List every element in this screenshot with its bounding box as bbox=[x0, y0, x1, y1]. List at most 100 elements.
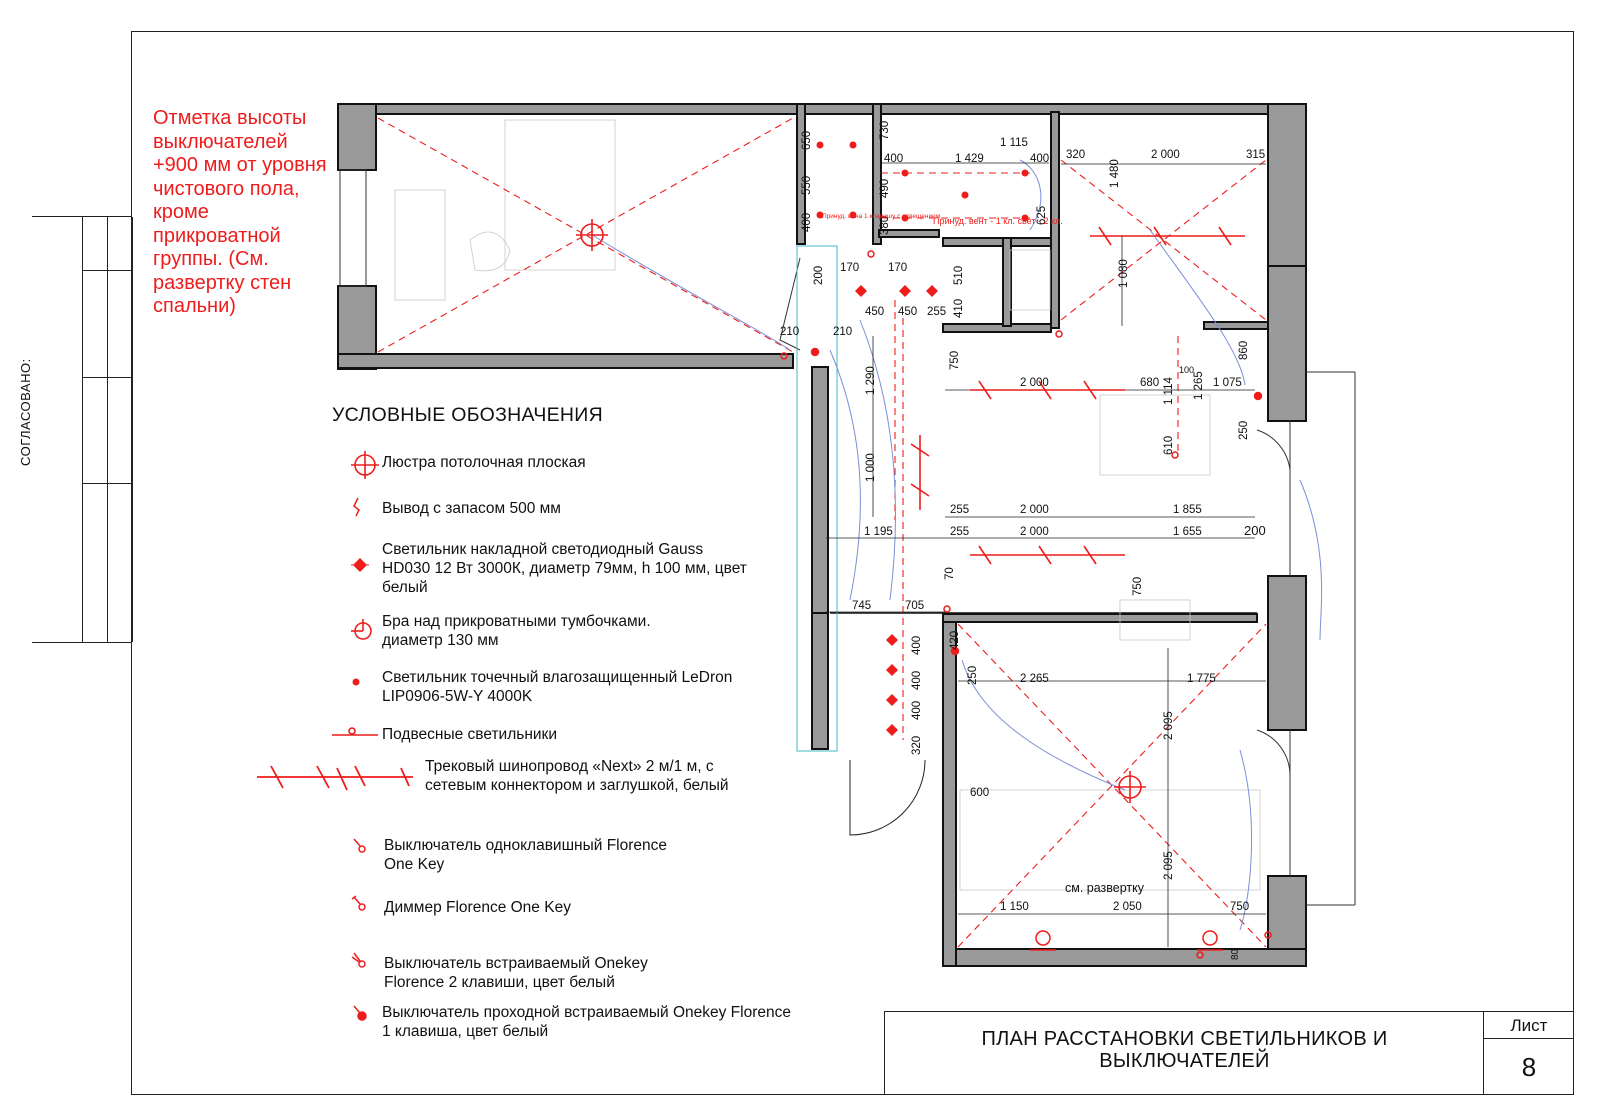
legend-item-text: Бра над прикроватными тумбочками. диамет… bbox=[382, 613, 651, 649]
svg-text:750: 750 bbox=[1132, 577, 1144, 596]
vent-note-1: Принуд. вент - 1 кл. свет - 2 кл. bbox=[933, 216, 1063, 226]
svg-text:320: 320 bbox=[1066, 149, 1085, 161]
switches bbox=[780, 250, 1272, 959]
svg-text:680: 680 bbox=[1140, 377, 1159, 389]
legend-item-text: Вывод с запасом 500 мм bbox=[382, 500, 561, 517]
svg-text:200: 200 bbox=[1244, 523, 1266, 538]
svg-text:1 195: 1 195 bbox=[864, 526, 893, 538]
svg-text:80: 80 bbox=[1230, 948, 1241, 960]
legend-item-text: Выключатель встраиваемый Onekey Florence… bbox=[384, 955, 648, 991]
svg-text:250: 250 bbox=[967, 666, 979, 685]
svg-text:400: 400 bbox=[801, 213, 813, 232]
walls bbox=[337, 103, 1307, 967]
svg-text:750: 750 bbox=[949, 351, 961, 370]
svg-text:2 095: 2 095 bbox=[1163, 851, 1175, 880]
surface-led-lights bbox=[855, 285, 938, 736]
wall-view-note: см. развертку bbox=[1065, 881, 1145, 895]
approval-stamp bbox=[32, 216, 133, 643]
surface-led-icon bbox=[350, 555, 370, 580]
svg-text:1 115: 1 115 bbox=[1000, 137, 1028, 149]
drawing-frame bbox=[131, 31, 1574, 1095]
svg-text:1 080: 1 080 bbox=[1118, 259, 1130, 288]
svg-text:315: 315 bbox=[1246, 149, 1265, 161]
sheet-title: ПЛАН РАССТАНОВКИ СВЕТИЛЬНИКОВ И ВЫКЛЮЧАТ… bbox=[885, 1028, 1484, 1072]
svg-text:730: 730 bbox=[879, 121, 891, 140]
svg-text:400: 400 bbox=[1030, 153, 1049, 165]
svg-text:1 655: 1 655 bbox=[1173, 526, 1202, 538]
sheet-number: 8 bbox=[1521, 1052, 1537, 1082]
svg-text:1 775: 1 775 bbox=[1187, 673, 1216, 685]
svg-text:600: 600 bbox=[970, 787, 989, 799]
legend-item-text: Светильник накладной светодиодный Gauss … bbox=[382, 541, 747, 596]
chandeliers bbox=[576, 219, 1146, 803]
vent-note-2: Принуд. в. на 1 клавишу с освещением bbox=[822, 213, 941, 220]
wire-outlet-icon bbox=[350, 496, 364, 523]
svg-text:860: 860 bbox=[1238, 341, 1250, 360]
svg-text:550: 550 bbox=[801, 176, 813, 195]
sconce-icon bbox=[350, 618, 376, 649]
spot-icon bbox=[350, 674, 362, 693]
svg-text:650: 650 bbox=[801, 131, 813, 150]
spot-lights bbox=[816, 141, 1029, 222]
svg-text:450: 450 bbox=[865, 306, 884, 318]
legend-title: УСЛОВНЫЕ ОБОЗНАЧЕНИЯ bbox=[332, 404, 604, 426]
svg-text:1 290: 1 290 bbox=[865, 366, 877, 395]
svg-text:1 075: 1 075 bbox=[1213, 377, 1242, 389]
svg-text:170: 170 bbox=[840, 262, 859, 274]
svg-text:1 000: 1 000 bbox=[865, 453, 877, 482]
svg-text:1 480: 1 480 bbox=[1109, 159, 1121, 188]
svg-text:400: 400 bbox=[911, 671, 923, 690]
svg-text:745: 745 bbox=[852, 600, 871, 612]
sheet-title-line2: ВЫКЛЮЧАТЕЛЕЙ bbox=[1099, 1050, 1270, 1072]
svg-text:450: 450 bbox=[898, 306, 917, 318]
sconces bbox=[1030, 930, 1223, 951]
legend-item-text: Подвесные светильники bbox=[382, 726, 557, 743]
legend-item-text: Светильник точечный влагозащищенный LeDr… bbox=[382, 669, 733, 705]
switch-2-icon bbox=[350, 951, 370, 976]
svg-text:2 000: 2 000 bbox=[1020, 504, 1049, 516]
svg-text:420: 420 bbox=[949, 631, 961, 650]
svg-text:200: 200 bbox=[813, 266, 825, 285]
svg-text:410: 410 bbox=[953, 299, 965, 318]
legend-item-text: Выключатель одноклавишный Florence One K… bbox=[384, 837, 667, 873]
svg-text:320: 320 bbox=[911, 736, 923, 755]
furniture bbox=[394, 119, 1261, 891]
svg-text:610: 610 bbox=[1163, 436, 1175, 455]
dimmer-icon bbox=[350, 894, 370, 919]
dimension-labels: 2 000 680 1 075 2 000 1 855 2 000 1 655 … bbox=[780, 137, 1266, 913]
svg-text:170: 170 bbox=[888, 262, 907, 274]
legend-item-text: Диммер Florence One Key bbox=[384, 899, 571, 916]
svg-text:210: 210 bbox=[833, 326, 852, 338]
svg-text:1 150: 1 150 bbox=[1000, 901, 1029, 913]
svg-text:2 000: 2 000 bbox=[1020, 526, 1049, 538]
svg-text:1 429: 1 429 bbox=[955, 153, 984, 165]
sheet-title-line1: ПЛАН РАССТАНОВКИ СВЕТИЛЬНИКОВ И bbox=[981, 1028, 1388, 1050]
svg-text:510: 510 bbox=[953, 266, 965, 285]
svg-text:490: 490 bbox=[879, 179, 891, 198]
legend-item-text: Трековый шинопровод «Next» 2 м/1 м, с се… bbox=[425, 758, 729, 794]
svg-text:255: 255 bbox=[950, 526, 969, 538]
svg-text:2 265: 2 265 bbox=[1020, 673, 1049, 685]
svg-text:625: 625 bbox=[1036, 206, 1048, 225]
svg-text:380: 380 bbox=[879, 216, 891, 235]
dim-2000-a: 2 000 bbox=[1020, 377, 1049, 389]
wardrobe-outline bbox=[796, 245, 838, 752]
svg-text:255: 255 bbox=[927, 306, 946, 318]
legend-item-text: Люстра потолочная плоская bbox=[382, 454, 586, 471]
switch-1-icon bbox=[350, 836, 370, 861]
pendant-icon bbox=[330, 726, 380, 747]
svg-text:400: 400 bbox=[911, 701, 923, 720]
svg-text:1 855: 1 855 bbox=[1173, 504, 1202, 516]
svg-text:210: 210 bbox=[780, 326, 799, 338]
title-block: ПЛАН РАССТАНОВКИ СВЕТИЛЬНИКОВ И ВЫКЛЮЧАТ… bbox=[884, 1011, 1574, 1095]
track-lights bbox=[910, 226, 1245, 565]
svg-text:2 050: 2 050 bbox=[1113, 901, 1142, 913]
svg-text:100: 100 bbox=[1179, 365, 1194, 375]
svg-text:2 095: 2 095 bbox=[1163, 711, 1175, 740]
svg-text:70: 70 bbox=[944, 567, 956, 580]
window-lines bbox=[339, 169, 1356, 906]
svg-text:400: 400 bbox=[911, 636, 923, 655]
sheet-label: Лист bbox=[1484, 1016, 1574, 1039]
svg-text:1 265: 1 265 bbox=[1193, 371, 1205, 400]
